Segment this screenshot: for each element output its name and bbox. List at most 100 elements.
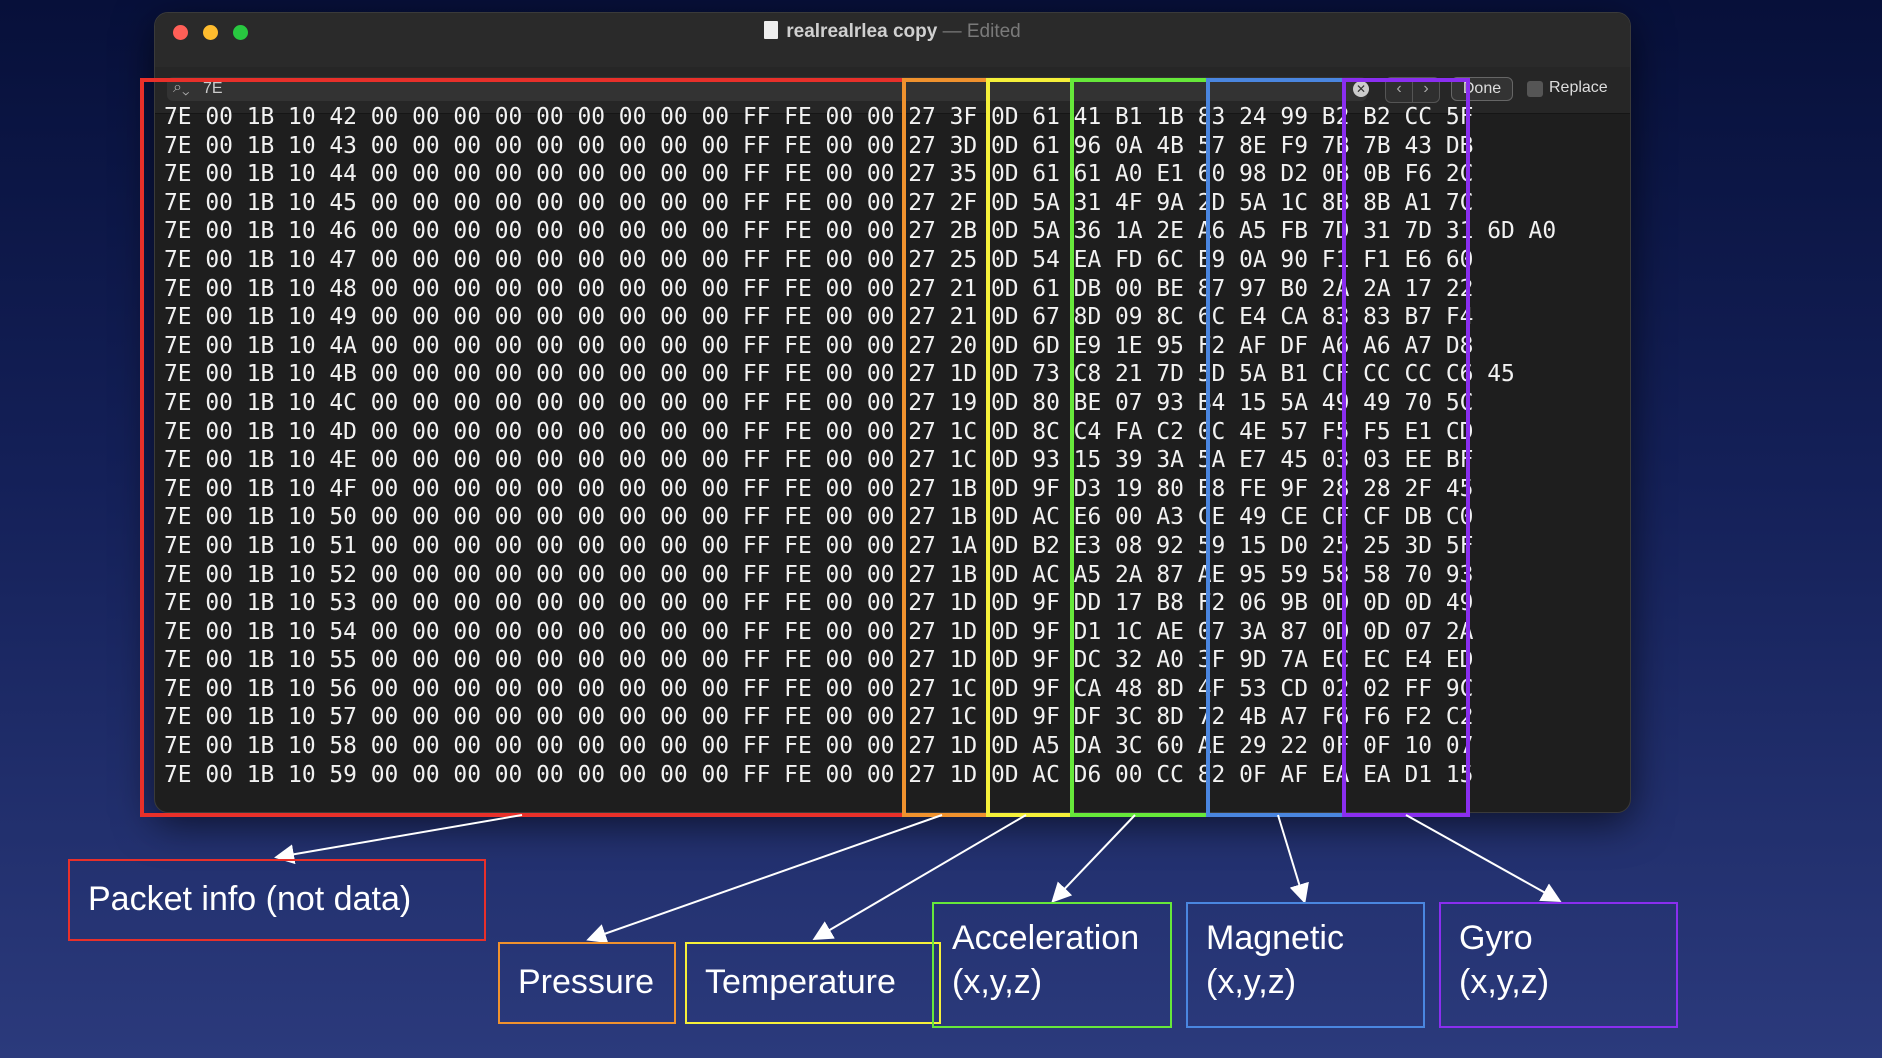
bytes-gyro: 0F 0F 10 [1321,733,1433,760]
bytes-temperature: 0D 8C [990,418,1060,445]
bytes-gyro: 0B 0B F6 [1321,161,1433,188]
bytes-pressure: 27 1D [908,590,978,617]
bytes-temperature: 0D 9F [990,590,1060,617]
bytes-acceleration: 96 0A 4B [1073,132,1184,159]
bytes-pressure: 27 1B [908,561,978,588]
bytes-packet: 7E 00 1B 10 57 00 00 00 00 00 00 00 00 0… [164,704,895,731]
hex-row: 7E 00 1B 10 53 00 00 00 00 00 00 00 00 0… [164,589,1556,618]
bytes-magnetic: 6C E4 CA [1197,304,1308,331]
bytes-pressure: 27 2B [908,218,978,245]
bytes-magnetic: 2D 5A 1C [1197,189,1308,216]
bytes-packet: 7E 00 1B 10 4B 00 00 00 00 00 00 00 00 0… [164,361,895,388]
zoom-button[interactable] [233,25,248,40]
bytes-pressure: 27 1D [908,361,978,388]
bytes-magnetic: 4F 53 CD [1197,675,1308,702]
bytes-acceleration: BE 07 93 [1073,389,1184,416]
magnetic-axes: (x,y,z) [1206,963,1297,1001]
bytes-acceleration: A5 2A 87 [1073,561,1184,588]
replace-checkbox[interactable] [1527,81,1543,97]
minimize-button[interactable] [203,25,218,40]
acceleration-axes: (x,y,z) [952,963,1043,1001]
bytes-temperature: 0D 9F [990,675,1060,702]
bytes-magnetic: E8 FE 9F [1197,475,1308,502]
bytes-temperature: 0D A5 [990,733,1060,760]
hex-content[interactable]: 7E 00 1B 10 42 00 00 00 00 00 00 00 00 0… [164,103,1556,789]
bytes-packet: 7E 00 1B 10 55 00 00 00 00 00 00 00 00 0… [164,647,895,674]
bytes-magnetic: F2 AF DF [1197,332,1308,359]
bytes-acceleration: E3 08 92 [1073,532,1184,559]
bytes-acceleration: C8 21 7D [1073,361,1184,388]
bytes-acceleration: 36 1A 2E [1073,218,1184,245]
bytes-magnetic: B4 15 5A [1197,389,1308,416]
bytes-temperature: 0D AC [990,561,1060,588]
gyro-label: Gyro(x,y,z) [1439,902,1678,1028]
bytes-packet: 7E 00 1B 10 4E 00 00 00 00 00 00 00 00 0… [164,447,895,474]
bytes-packet: 7E 00 1B 10 52 00 00 00 00 00 00 00 00 0… [164,561,895,588]
bytes-gyro: F5 F5 E1 [1321,418,1433,445]
bytes-temperature: 0D 61 [990,104,1060,130]
hex-row: 7E 00 1B 10 48 00 00 00 00 00 00 00 00 0… [164,275,1556,304]
bytes-magnetic: A6 A5 FB [1197,218,1308,245]
bytes-pressure: 27 35 [908,161,978,188]
bytes-acceleration: 41 B1 1B [1073,104,1184,130]
bytes-packet: 7E 00 1B 10 4F 00 00 00 00 00 00 00 00 0… [164,475,895,502]
bytes-pressure: 27 2F [908,189,978,216]
bytes-packet: 7E 00 1B 10 4A 00 00 00 00 00 00 00 00 0… [164,332,895,359]
bytes-magnetic: AE 29 22 [1197,733,1308,760]
hex-row: 7E 00 1B 10 58 00 00 00 00 00 00 00 00 0… [164,732,1556,761]
hex-row: 7E 00 1B 10 4A 00 00 00 00 00 00 00 00 0… [164,332,1556,361]
window-title: realrealrlea copy — Edited [155,21,1630,43]
bytes-temperature: 0D 73 [990,361,1060,388]
packet-info-label: Packet info (not data) [68,859,486,941]
edited-status: Edited [966,21,1021,42]
bytes-temperature: 0D 61 [990,132,1060,159]
bytes-pressure: 27 1B [908,504,978,531]
magnetic-title: Magnetic [1206,919,1344,957]
hex-row: 7E 00 1B 10 49 00 00 00 00 00 00 00 00 0… [164,303,1556,332]
hex-row: 7E 00 1B 10 55 00 00 00 00 00 00 00 00 0… [164,646,1556,675]
search-value: 7E [203,80,223,97]
bytes-packet: 7E 00 1B 10 4D 00 00 00 00 00 00 00 00 0… [164,418,895,445]
bytes-magnetic: E9 0A 90 [1197,246,1308,273]
bytes-gyro: A6 A6 A7 [1321,332,1433,359]
bytes-gyro: B2 B2 CC [1321,104,1433,130]
bytes-acceleration: DF 3C 8D [1073,704,1184,731]
packet-arrow [274,814,523,865]
bytes-packet: 7E 00 1B 10 50 00 00 00 00 00 00 00 00 0… [164,504,895,531]
bytes-pressure: 27 1C [908,447,978,474]
hex-row: 7E 00 1B 10 57 00 00 00 00 00 00 00 00 0… [164,703,1556,732]
hex-row: 7E 00 1B 10 46 00 00 00 00 00 00 00 00 0… [164,217,1556,246]
bytes-acceleration: 31 4F 9A [1073,189,1184,216]
bytes-acceleration: 15 39 3A [1073,447,1184,474]
hex-row: 7E 00 1B 10 51 00 00 00 00 00 00 00 00 0… [164,532,1556,561]
gyro-arrow [1405,814,1562,902]
bytes-pressure: 27 21 [908,275,978,302]
bytes-acceleration: D1 1C AE [1073,618,1184,645]
bytes-packet: 7E 00 1B 10 4C 00 00 00 00 00 00 00 00 0… [164,389,895,416]
gyro-title: Gyro [1459,919,1533,957]
clear-search-icon[interactable]: ✕ [1353,81,1369,97]
bytes-acceleration: DC 32 A0 [1073,647,1184,674]
bytes-magnetic: 0C 4E 57 [1197,418,1308,445]
bytes-pressure: 27 1D [908,618,978,645]
bytes-temperature: 0D 6D [990,332,1060,359]
bytes-magnetic: 60 98 D2 [1197,161,1308,188]
bytes-packet: 7E 00 1B 10 44 00 00 00 00 00 00 00 00 0… [164,161,895,188]
bytes-packet: 7E 00 1B 10 59 00 00 00 00 00 00 00 00 0… [164,761,895,788]
hex-row: 7E 00 1B 10 42 00 00 00 00 00 00 00 00 0… [164,103,1556,132]
bytes-gyro: 03 03 EE [1321,447,1433,474]
bytes-pressure: 27 1D [908,733,978,760]
bytes-packet: 7E 00 1B 10 49 00 00 00 00 00 00 00 00 0… [164,304,895,331]
bytes-pressure: 27 1C [908,704,978,731]
bytes-acceleration: CA 48 8D [1073,675,1184,702]
bytes-temperature: 0D B2 [990,532,1060,559]
close-button[interactable] [173,25,188,40]
bytes-gyro: 2A 2A 17 [1321,275,1433,302]
bytes-temperature: 0D AC [990,761,1060,788]
bytes-acceleration: EA FD 6C [1073,246,1184,273]
bytes-acceleration: DA 3C 60 [1073,733,1184,760]
hex-row: 7E 00 1B 10 4F 00 00 00 00 00 00 00 00 0… [164,475,1556,504]
bytes-magnetic: CE 49 CE [1197,504,1308,531]
done-button[interactable]: Done [1451,77,1513,101]
